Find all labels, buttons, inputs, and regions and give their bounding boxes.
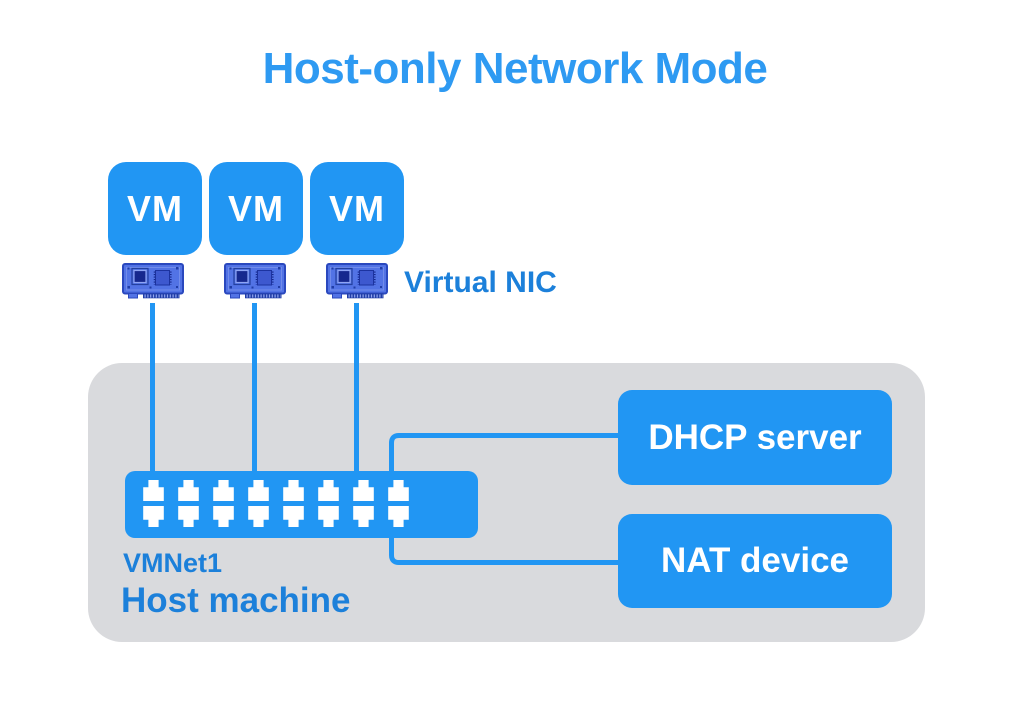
ethernet-port-icon — [352, 479, 375, 501]
switch-to-nat-line — [389, 536, 619, 565]
diagram-title: Host-only Network Mode — [262, 44, 768, 93]
network-card-icon — [326, 263, 388, 299]
ethernet-port-icon — [387, 479, 410, 501]
virtual-nic-label: Virtual NIC — [404, 266, 557, 299]
network-card-icon — [224, 263, 286, 299]
ethernet-port-icon — [177, 479, 200, 501]
vm-box-3: VM — [310, 162, 404, 255]
nat-device-box: NAT device — [618, 514, 892, 608]
ethernet-port-icon — [177, 506, 200, 528]
host-machine-label: Host machine — [121, 581, 351, 620]
ethernet-port-icon — [142, 506, 165, 528]
dhcp-server-box: DHCP server — [618, 390, 892, 485]
ethernet-port-icon — [387, 506, 410, 528]
vm-label: VM — [329, 187, 385, 229]
ethernet-port-icon — [282, 479, 305, 501]
switch-port-row-top — [142, 479, 478, 501]
switch-port-row-bottom — [142, 506, 478, 528]
switch-to-dhcp-line — [389, 433, 619, 474]
dhcp-server-label: DHCP server — [648, 417, 862, 457]
ethernet-port-icon — [247, 506, 270, 528]
ethernet-port-icon — [142, 479, 165, 501]
vmnet1-switch — [125, 471, 478, 538]
vm-box-1: VM — [108, 162, 202, 255]
network-card-icon — [122, 263, 184, 299]
ethernet-port-icon — [317, 506, 340, 528]
ethernet-port-icon — [282, 506, 305, 528]
ethernet-port-icon — [212, 506, 235, 528]
vmnet1-label: VMNet1 — [123, 548, 223, 578]
nat-device-label: NAT device — [660, 541, 850, 580]
ethernet-port-icon — [247, 479, 270, 501]
vm-label: VM — [127, 187, 183, 229]
ethernet-port-icon — [212, 479, 235, 501]
ethernet-port-icon — [317, 479, 340, 501]
vm-label: VM — [228, 187, 284, 229]
ethernet-port-icon — [352, 506, 375, 528]
vm-box-2: VM — [209, 162, 303, 255]
